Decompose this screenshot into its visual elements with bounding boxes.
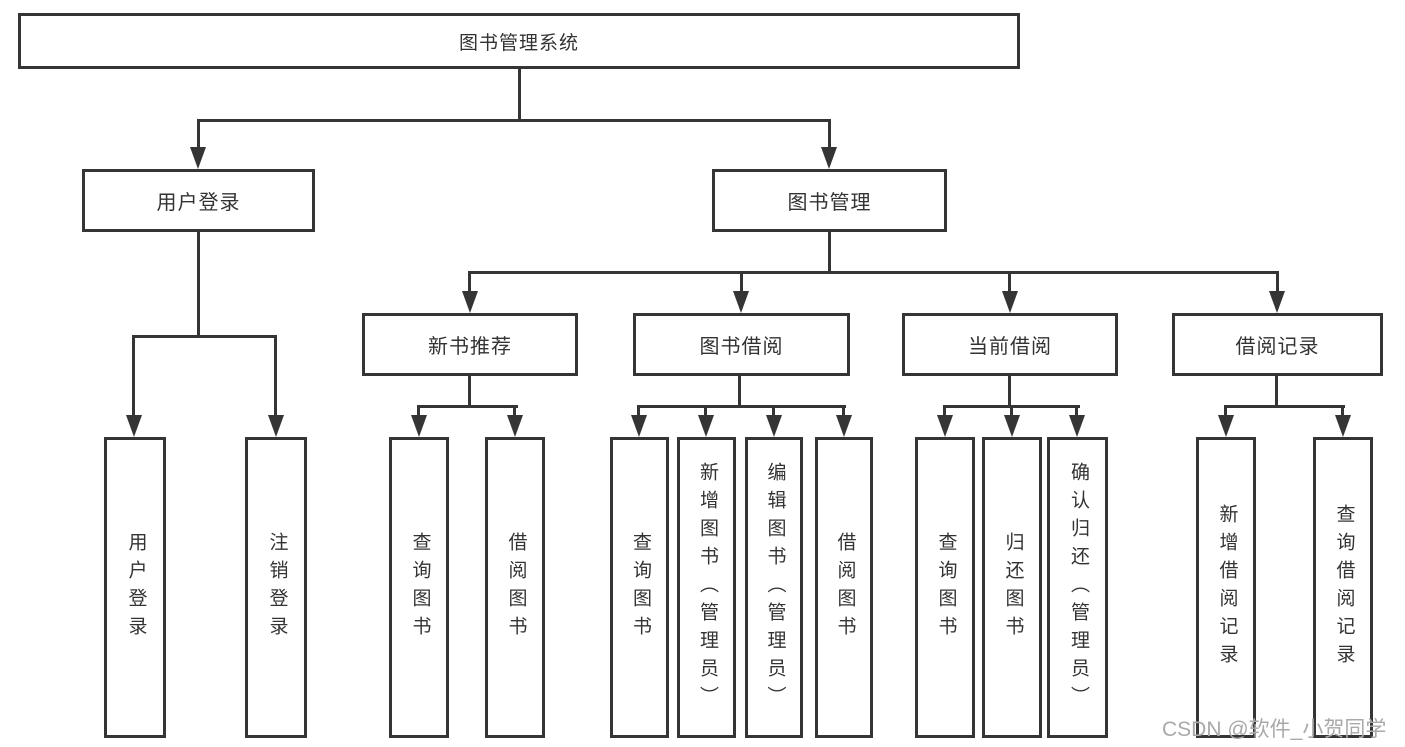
node-leaf-cb-query-books: 查询图书 (915, 437, 975, 738)
connector-vertical (740, 271, 743, 293)
connector-vertical (417, 405, 420, 419)
node-leaf-logout: 注销登录 (245, 437, 307, 738)
connector-vertical (132, 335, 135, 419)
node-label: 用户登录 (125, 531, 147, 644)
node-label: 归还图书 (1002, 531, 1024, 644)
arrowhead-down-icon (268, 415, 284, 437)
arrowhead-down-icon (1004, 415, 1020, 437)
connector-vertical (1224, 405, 1227, 419)
connector-vertical (842, 405, 845, 419)
connector-vertical (1075, 405, 1078, 419)
connector-vertical (828, 232, 831, 271)
node-leaf-bb-edit-book-admin: 编辑图书（管理员） (745, 437, 803, 738)
arrowhead-down-icon (937, 415, 953, 437)
node-leaf-cb-confirm-return-admin: 确认归还（管理员） (1047, 437, 1108, 738)
connector-vertical (468, 376, 471, 405)
connector-vertical (738, 376, 741, 405)
node-label: 查询图书 (629, 531, 651, 644)
node-label: 借阅记录 (1235, 336, 1320, 358)
arrowhead-down-icon (836, 415, 852, 437)
node-label: 用户登录 (156, 192, 241, 214)
arrowhead-down-icon (1335, 415, 1351, 437)
arrowhead-down-icon (1069, 415, 1085, 437)
node-current-borrowing: 当前借阅 (902, 313, 1118, 376)
arrowhead-down-icon (1002, 291, 1018, 313)
node-label: 查询图书 (409, 531, 431, 644)
node-label: 查询借阅记录 (1333, 503, 1355, 672)
node-borrowing-records: 借阅记录 (1172, 313, 1383, 376)
arrowhead-down-icon (462, 291, 478, 313)
node-label: 图书借阅 (699, 336, 784, 358)
connector-vertical (1341, 405, 1344, 419)
node-new-book-recommend: 新书推荐 (362, 313, 578, 376)
connector-vertical (518, 69, 521, 119)
arrowhead-down-icon (698, 415, 714, 437)
node-label: 确认归还（管理员） (1067, 461, 1089, 714)
connector-horizontal (1224, 405, 1345, 408)
node-label: 借阅图书 (505, 531, 527, 644)
arrowhead-down-icon (411, 415, 427, 437)
arrowhead-down-icon (126, 415, 142, 437)
node-leaf-bb-borrow-books: 借阅图书 (815, 437, 873, 738)
connector-vertical (1008, 271, 1011, 293)
connector-vertical (197, 232, 200, 335)
connector-vertical (704, 405, 707, 419)
connector-horizontal (417, 405, 518, 408)
node-label: 图书管理系统 (458, 32, 579, 54)
connector-vertical (468, 271, 471, 293)
node-leaf-nbr-query-books: 查询图书 (389, 437, 449, 738)
node-label: 新增图书（管理员） (696, 461, 718, 714)
arrowhead-down-icon (631, 415, 647, 437)
arrowhead-down-icon (1218, 415, 1234, 437)
connector-vertical (772, 405, 775, 419)
node-leaf-cb-return-book: 归还图书 (982, 437, 1042, 738)
connector-horizontal (637, 405, 846, 408)
connector-horizontal (468, 271, 1279, 274)
node-label: 新书推荐 (428, 336, 512, 358)
connector-vertical (943, 405, 946, 419)
node-label: 图书管理 (787, 192, 872, 214)
node-label: 编辑图书（管理员） (764, 461, 786, 714)
connector-vertical (513, 405, 516, 419)
arrowhead-down-icon (766, 415, 782, 437)
node-leaf-br-add-record: 新增借阅记录 (1196, 437, 1256, 738)
node-leaf-br-query-record: 查询借阅记录 (1313, 437, 1373, 738)
node-label: 注销登录 (266, 531, 288, 644)
node-book-management: 图书管理 (712, 169, 947, 232)
node-label: 新增借阅记录 (1216, 503, 1238, 672)
node-leaf-nbr-borrow-books: 借阅图书 (485, 437, 545, 738)
node-leaf-bb-add-book-admin: 新增图书（管理员） (677, 437, 736, 738)
arrowhead-down-icon (821, 147, 837, 169)
connector-vertical (274, 335, 277, 419)
arrowhead-down-icon (733, 291, 749, 313)
csdn-watermark: CSDN @软件_小贺同学 (1162, 718, 1387, 741)
connector-vertical (1276, 271, 1279, 293)
node-leaf-bb-query-books: 查询图书 (610, 437, 669, 738)
connector-vertical (828, 119, 831, 149)
node-user-login-group: 用户登录 (82, 169, 315, 232)
node-book-borrowing: 图书借阅 (633, 313, 850, 376)
arrowhead-down-icon (1269, 291, 1285, 313)
node-leaf-user-login: 用户登录 (104, 437, 166, 738)
connector-horizontal (197, 119, 831, 122)
connector-vertical (1008, 376, 1011, 405)
node-library-management-system: 图书管理系统 (18, 13, 1020, 69)
node-label: 借阅图书 (834, 531, 856, 644)
connector-vertical (637, 405, 640, 419)
connector-horizontal (132, 335, 277, 338)
node-label: 查询图书 (935, 531, 957, 644)
node-label: 当前借阅 (968, 336, 1052, 358)
arrowhead-down-icon (507, 415, 523, 437)
connector-vertical (197, 119, 200, 149)
arrowhead-down-icon (190, 147, 206, 169)
connector-vertical (1010, 405, 1013, 419)
connector-vertical (1275, 376, 1278, 405)
